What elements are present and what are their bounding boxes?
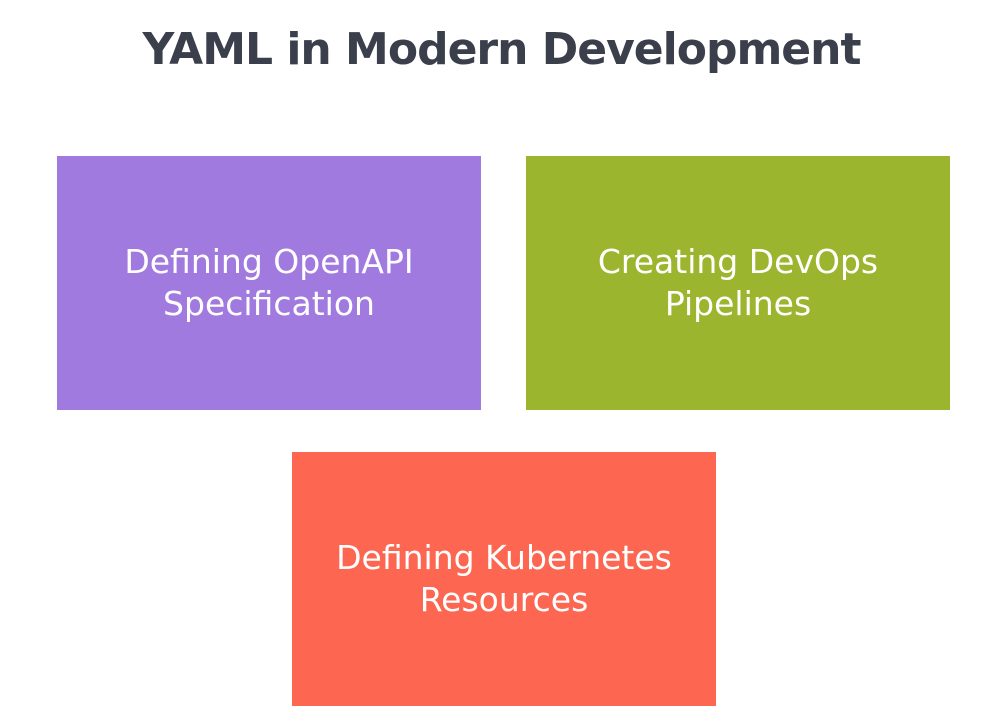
openapi-box: Defining OpenAPI Specification [57,156,481,410]
kubernetes-box-label: Defining Kubernetes Resources [336,538,672,619]
openapi-box-label: Defining OpenAPI Specification [124,242,414,323]
devops-box-label: Creating DevOps Pipelines [597,242,879,323]
page-title: YAML in Modern Development [142,24,861,75]
kubernetes-box: Defining Kubernetes Resources [292,452,716,706]
devops-box: Creating DevOps Pipelines [526,156,950,410]
